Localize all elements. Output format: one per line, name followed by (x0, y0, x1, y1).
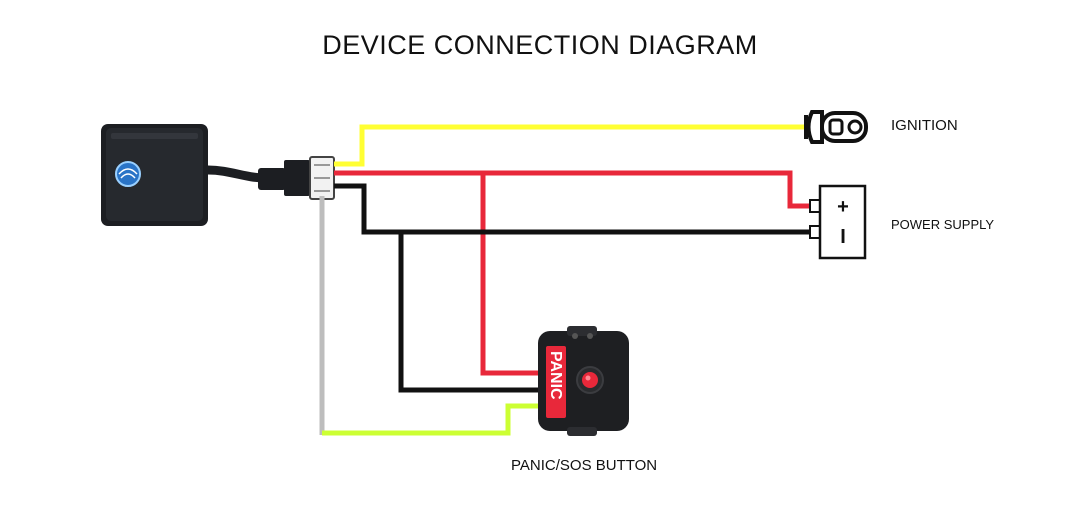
ignition-key-icon (804, 110, 868, 144)
battery-icon: + I (809, 184, 867, 260)
connector-plug-icon (284, 156, 335, 200)
panic-sos-button-label: PANIC/SOS BUTTON (511, 457, 658, 474)
panic-red-wire (480, 173, 548, 376)
diagram-title: DEVICE CONNECTION DIAGRAM (322, 30, 758, 60)
tracker-device-icon (101, 124, 208, 226)
battery-positive-sign: + (837, 196, 849, 218)
panic-ground-wire (398, 232, 548, 393)
device-cable (207, 165, 286, 190)
power-supply-label: POWER SUPPLY (891, 217, 995, 232)
panic-button-icon: PANIC (538, 326, 629, 436)
power-positive-wire (334, 170, 810, 209)
ignition-label: IGNITION (891, 117, 958, 134)
panic-signal-wire (322, 403, 548, 436)
battery-negative-sign: I (840, 226, 846, 248)
ground-wire (334, 183, 810, 235)
ignition-wire (334, 124, 806, 167)
panic-button-label: PANIC (547, 351, 564, 400)
